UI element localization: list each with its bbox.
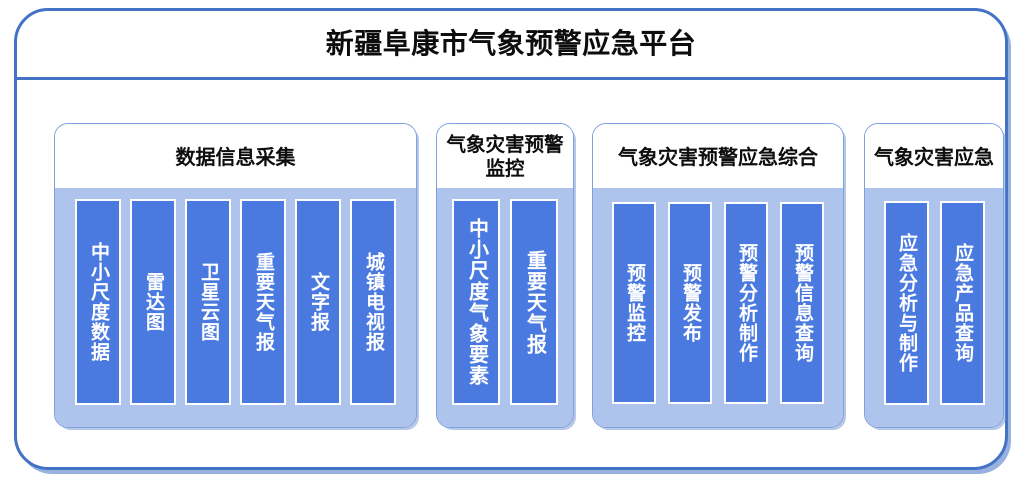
platform-frame: 新疆阜康市气象预警应急平台 数据信息采集 中小尺度数据 雷达图 卫星云图 重要天… [14, 8, 1008, 470]
module-item[interactable]: 预警信息查询 [780, 202, 824, 404]
module-item-label: 中小尺度数据 [87, 242, 109, 362]
module-item[interactable]: 中小尺度气象要素 [452, 199, 500, 405]
panel-header-warning-monitor: 气象灾害预警监控 [437, 124, 573, 188]
panel-warning-monitor[interactable]: 气象灾害预警监控 中小尺度气象要素 重要天气报 [436, 123, 574, 428]
module-item-label: 预警发布 [679, 263, 701, 343]
panel-body-warning-integrated: 预警监控 预警发布 预警分析制作 预警信息查询 [593, 188, 843, 427]
module-item[interactable]: 应急产品查询 [939, 201, 985, 405]
module-item[interactable]: 雷达图 [130, 199, 176, 405]
module-item-label: 预警信息查询 [791, 243, 813, 363]
panel-body-data-collection: 中小尺度数据 雷达图 卫星云图 重要天气报 文字报 城镇电视报 [55, 188, 416, 427]
panel-title-warning-monitor: 气象灾害预警监控 [446, 134, 564, 180]
module-item[interactable]: 预警发布 [668, 202, 712, 404]
module-item[interactable]: 重要天气报 [510, 199, 558, 405]
panels-row: 数据信息采集 中小尺度数据 雷达图 卫星云图 重要天气报 文字报 [17, 80, 1005, 467]
panel-title-emergency: 气象灾害应急 [874, 146, 994, 169]
module-item-label: 中小尺度气象要素 [465, 218, 488, 386]
panel-title-warning-integrated: 气象灾害预警应急综合 [618, 146, 818, 169]
module-item-label: 文字报 [307, 272, 329, 332]
module-item-label: 应急分析与制作 [895, 233, 917, 373]
module-item-label: 雷达图 [142, 272, 164, 332]
panel-header-warning-integrated: 气象灾害预警应急综合 [593, 124, 843, 188]
module-item[interactable]: 预警分析制作 [724, 202, 768, 404]
module-item-label: 卫星云图 [197, 262, 219, 342]
module-item[interactable]: 预警监控 [612, 202, 656, 404]
page-title: 新疆阜康市气象预警应急平台 [325, 28, 697, 59]
module-item-label: 应急产品查询 [951, 243, 973, 363]
panel-warning-integrated[interactable]: 气象灾害预警应急综合 预警监控 预警发布 预警分析制作 预警信息查询 [592, 123, 844, 428]
module-item-label: 城镇电视报 [362, 252, 384, 352]
module-item-label: 重要天气报 [252, 252, 274, 352]
panel-emergency[interactable]: 气象灾害应急 应急分析与制作 应急产品查询 [864, 123, 1004, 428]
panel-data-collection[interactable]: 数据信息采集 中小尺度数据 雷达图 卫星云图 重要天气报 文字报 [54, 123, 417, 428]
panel-body-emergency: 应急分析与制作 应急产品查询 [865, 188, 1003, 427]
panel-body-warning-monitor: 中小尺度气象要素 重要天气报 [437, 188, 573, 427]
module-item[interactable]: 中小尺度数据 [75, 199, 121, 405]
module-item-label: 重要天气报 [523, 249, 546, 355]
panel-header-emergency: 气象灾害应急 [865, 124, 1003, 188]
module-item[interactable]: 应急分析与制作 [883, 201, 929, 405]
module-item-label: 预警监控 [623, 263, 645, 343]
module-item[interactable]: 文字报 [295, 199, 341, 405]
panel-header-data-collection: 数据信息采集 [55, 124, 416, 188]
module-item[interactable]: 卫星云图 [185, 199, 231, 405]
module-item[interactable]: 重要天气报 [240, 199, 286, 405]
module-item[interactable]: 城镇电视报 [350, 199, 396, 405]
module-item-label: 预警分析制作 [735, 243, 757, 363]
platform-title-bar: 新疆阜康市气象预警应急平台 [17, 11, 1005, 80]
panel-title-data-collection: 数据信息采集 [175, 146, 296, 169]
